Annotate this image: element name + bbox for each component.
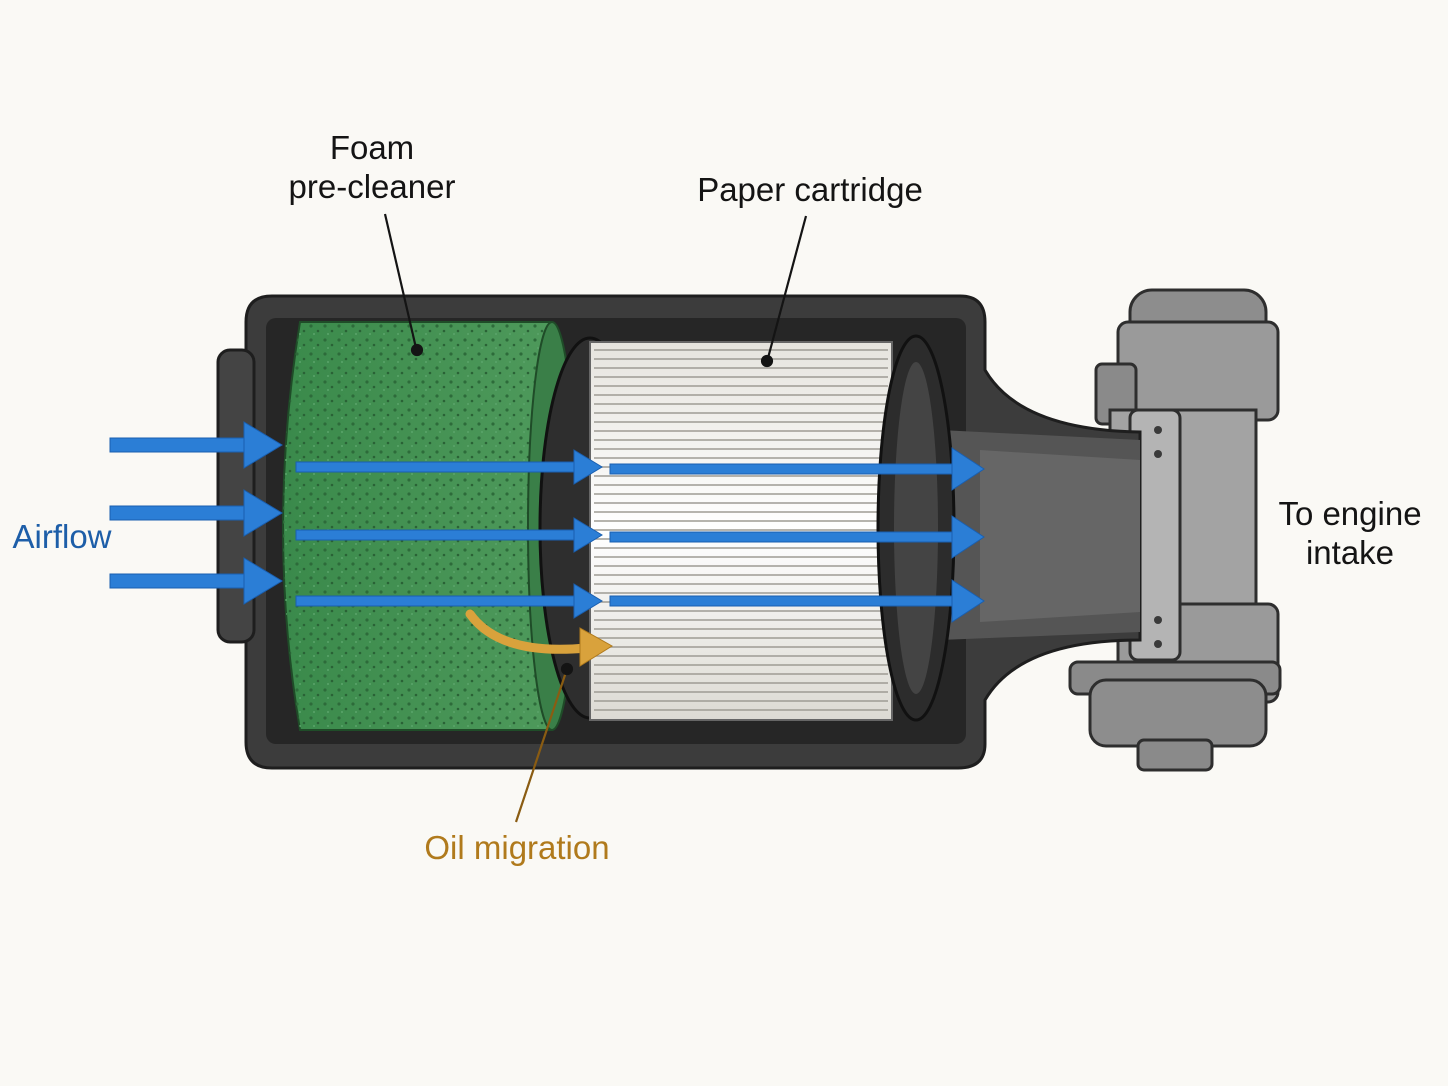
outlet-arrow-3	[609, 579, 985, 623]
foam-pre-cleaner-label: Foam pre-cleaner	[252, 128, 492, 206]
foam-label-line2: pre-cleaner	[288, 168, 456, 205]
engine-intake-label: To engine intake	[1262, 494, 1438, 572]
airflow-label: Airflow	[2, 517, 122, 556]
paper-cartridge	[538, 334, 956, 722]
engine-intake-coupling	[1068, 288, 1282, 772]
oil-migration-arrow	[465, 609, 613, 667]
foam-label-line1: Foam	[329, 129, 415, 166]
leader-lines	[383, 213, 808, 823]
foam-arrow-3	[295, 583, 603, 619]
paper-label-text: Paper cartridge	[697, 171, 923, 208]
foam-arrow-2	[295, 517, 603, 553]
foam-leader-line	[383, 213, 418, 349]
airflow-arrows	[109, 421, 985, 623]
oil-leader-line	[514, 671, 568, 823]
engine-label-line2: intake	[1305, 534, 1395, 571]
foam-arrow-1	[295, 449, 603, 485]
outlet-arrow-1	[609, 447, 985, 491]
inlet-arrow-2	[109, 489, 283, 537]
paper-cartridge-label: Paper cartridge	[670, 170, 950, 209]
inlet-arrow-1	[109, 421, 283, 469]
paper-leader-line	[766, 215, 808, 359]
oil-migration-label: Oil migration	[402, 828, 632, 867]
foam-pre-cleaner	[282, 321, 577, 731]
outlet-arrow-2	[609, 515, 985, 559]
inlet-arrow-3	[109, 557, 283, 605]
airflow-label-text: Airflow	[12, 518, 112, 555]
oil-label-text: Oil migration	[424, 829, 610, 866]
engine-label-line1: To engine	[1278, 495, 1422, 532]
